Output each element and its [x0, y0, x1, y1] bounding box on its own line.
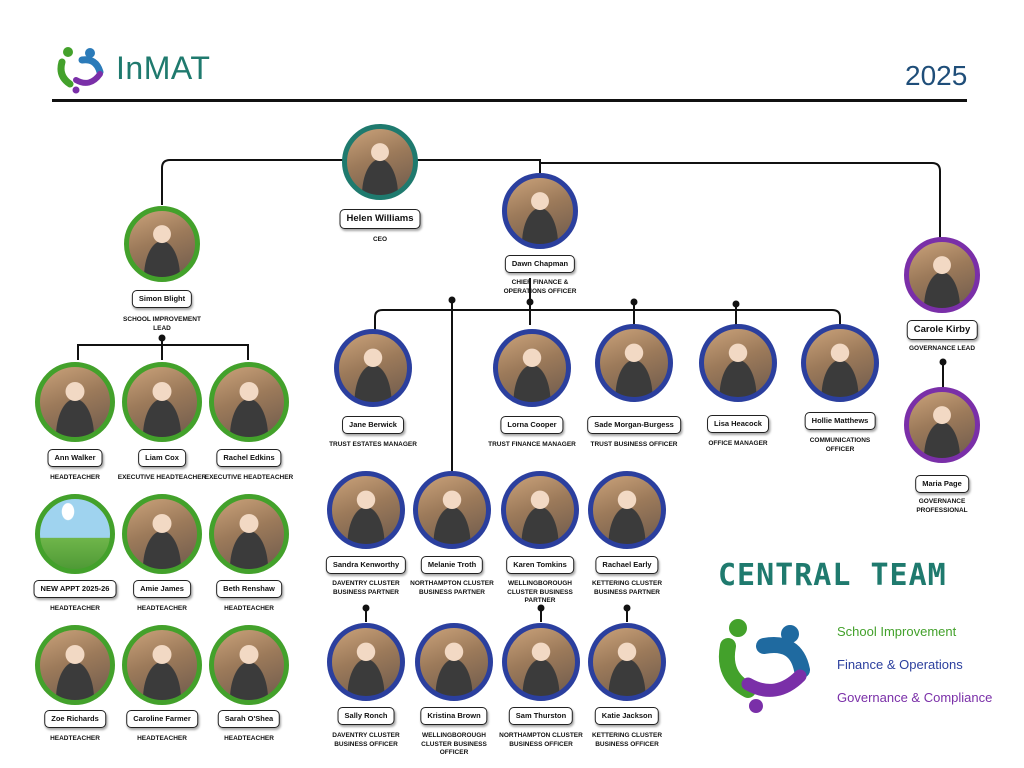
- person-role-label: HEADTEACHER: [137, 735, 187, 742]
- legend-item: School Improvement: [837, 624, 957, 639]
- person-photo: [904, 387, 980, 463]
- person-photo: [415, 623, 493, 701]
- person-photo: [502, 173, 578, 249]
- line-cfo-drops: [451, 300, 737, 480]
- person-photo: [122, 362, 202, 442]
- person-name-label: Helen Williams: [339, 209, 421, 229]
- person-role-label: GOVERNANCE LEAD: [908, 345, 976, 352]
- inmat-emblem-icon: [719, 619, 810, 713]
- person-role-label: TRUST ESTATES MANAGER: [329, 441, 417, 448]
- person-role-label: CEO: [372, 236, 388, 243]
- person-name-label: Sandra Kenworthy: [325, 556, 407, 574]
- person-name-label: Caroline Farmer: [126, 710, 198, 728]
- person-role-label: HEADTEACHER: [50, 735, 100, 742]
- person-photo: [502, 623, 580, 701]
- person-name-label: Maria Page: [915, 475, 969, 493]
- person-role-label: KETTERING CLUSTER BUSINESS PARTNER: [591, 580, 663, 596]
- person-photo: [342, 124, 418, 200]
- person-role-label: HEADTEACHER: [224, 605, 274, 612]
- person-role-label: DAVENTRY CLUSTER BUSINESS PARTNER: [332, 580, 400, 596]
- person-name-label: Rachael Early: [595, 556, 659, 574]
- person-name-label: Dawn Chapman: [504, 255, 576, 273]
- person-photo: [327, 623, 405, 701]
- person-name-label: Sally Ronch: [337, 707, 395, 725]
- person-photo: [209, 362, 289, 442]
- person-photo: [122, 625, 202, 705]
- legend-item: Governance & Compliance: [837, 690, 993, 705]
- person-role-label: WELLINGBOROUGH CLUSTER BUSINESS OFFICER: [421, 732, 487, 756]
- person-photo: [493, 329, 571, 407]
- person-photo: [35, 362, 115, 442]
- person-photo: [801, 324, 879, 402]
- person-role-label: DAVENTRY CLUSTER BUSINESS OFFICER: [332, 732, 400, 748]
- person-name-label: Kristina Brown: [420, 707, 488, 725]
- person-photo: [209, 494, 289, 574]
- line-partners-to-officers: [365, 608, 628, 622]
- person-role-label: TRUST BUSINESS OFFICER: [590, 441, 678, 448]
- line-ceo-to-cfo: [380, 159, 541, 173]
- person-photo: [334, 329, 412, 407]
- person-role-label: HEADTEACHER: [50, 605, 100, 612]
- person-role-label: GOVERNANCE PROFESSIONAL: [916, 498, 968, 514]
- person-role-label: HEADTEACHER: [137, 605, 187, 612]
- person-name-label: Carole Kirby: [906, 320, 978, 340]
- person-name-label: Lorna Cooper: [500, 416, 564, 434]
- person-role-label: KETTERING CLUSTER BUSINESS OFFICER: [591, 732, 663, 748]
- person-role-label: CHIEF FINANCE & OPERATIONS OFFICER: [503, 279, 577, 295]
- person-photo: [124, 206, 200, 282]
- person-role-label: EXECUTIVE HEADTEACHER: [204, 474, 294, 481]
- person-photo: [35, 494, 115, 574]
- person-photo: [904, 237, 980, 313]
- person-name-label: Liam Cox: [138, 449, 186, 467]
- person-role-label: HEADTEACHER: [50, 474, 100, 481]
- person-name-label: Zoe Richards: [44, 710, 106, 728]
- person-name-label: Rachel Edkins: [216, 449, 282, 467]
- person-role-label: WELLINGBOROUGH CLUSTER BUSINESS PARTNER: [507, 580, 573, 604]
- person-name-label: Lisa Heacock: [707, 415, 769, 433]
- person-role-label: NORTHAMPTON CLUSTER BUSINESS OFFICER: [499, 732, 583, 748]
- year-label: 2025: [905, 60, 968, 91]
- person-name-label: Sade Morgan-Burgess: [587, 416, 681, 434]
- line-cfo-to-team: [374, 278, 841, 335]
- person-photo: [588, 471, 666, 549]
- person-name-label: Sam Thurston: [508, 707, 574, 725]
- central-team-title: CENTRAL TEAM: [718, 558, 947, 593]
- person-name-label: Beth Renshaw: [216, 580, 282, 598]
- person-photo: [501, 471, 579, 549]
- person-photo: [588, 623, 666, 701]
- person-name-label: Melanie Troth: [420, 556, 484, 574]
- person-name-label: Hollie Matthews: [804, 412, 876, 430]
- person-name-label: Simon Blight: [131, 290, 193, 308]
- person-role-label: SCHOOL IMPROVEMENT LEAD: [123, 316, 201, 332]
- person-name-label: Jane Berwick: [342, 416, 404, 434]
- header-divider: [52, 99, 967, 102]
- person-name-label: Amie James: [133, 580, 191, 598]
- person-photo: [35, 625, 115, 705]
- brand-name: InMAT: [116, 50, 211, 86]
- person-role-label: EXECUTIVE HEADTEACHER: [117, 474, 207, 481]
- person-role-label: HEADTEACHER: [224, 735, 274, 742]
- person-name-label: Karen Tomkins: [506, 556, 574, 574]
- person-name-label: Sarah O'Shea: [217, 710, 281, 728]
- inmat-logo-icon: [57, 47, 104, 94]
- person-photo: [209, 625, 289, 705]
- person-role-label: NORTHAMPTON CLUSTER BUSINESS PARTNER: [410, 580, 494, 596]
- person-role-label: COMMUNICATIONS OFFICER: [809, 437, 871, 453]
- line-ceo-to-gov: [540, 162, 941, 238]
- person-photo: [122, 494, 202, 574]
- person-photo: [595, 324, 673, 402]
- person-photo: [327, 471, 405, 549]
- person-name-label: NEW APPT 2025-26: [33, 580, 117, 598]
- person-name-label: Katie Jackson: [594, 707, 660, 725]
- person-role-label: TRUST FINANCE MANAGER: [488, 441, 576, 448]
- person-name-label: Ann Walker: [47, 449, 103, 467]
- legend-item: Finance & Operations: [837, 657, 963, 672]
- line-ceo-to-sil: [161, 159, 380, 205]
- person-photo: [413, 471, 491, 549]
- person-photo: [699, 324, 777, 402]
- person-role-label: OFFICE MANAGER: [708, 440, 768, 447]
